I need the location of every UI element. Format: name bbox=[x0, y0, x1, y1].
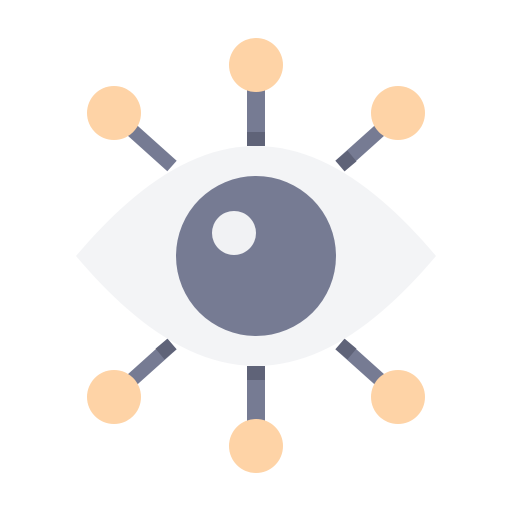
connector-bottom-right-shadow bbox=[335, 338, 357, 360]
connector-top bbox=[247, 86, 265, 146]
bottom-node bbox=[229, 419, 283, 473]
nodes bbox=[87, 38, 425, 473]
bottom-right-node bbox=[371, 370, 425, 424]
connector-top-shadow bbox=[247, 132, 265, 146]
top-right-node bbox=[371, 86, 425, 140]
top-node bbox=[229, 38, 283, 92]
connector-top-right-shadow bbox=[335, 150, 357, 172]
connector-bottom-left-shadow bbox=[155, 338, 177, 360]
pupil-highlight bbox=[212, 211, 256, 255]
bottom-left-node bbox=[87, 370, 141, 424]
connector-bottom-shadow bbox=[247, 366, 265, 380]
connector-bottom bbox=[247, 366, 265, 426]
iris bbox=[176, 176, 336, 336]
top-left-node bbox=[87, 86, 141, 140]
